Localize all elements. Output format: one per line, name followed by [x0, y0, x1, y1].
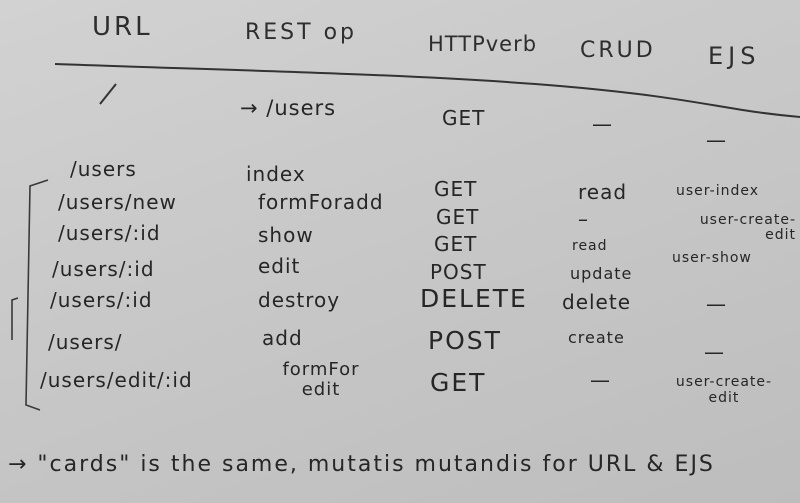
row-ejs: user-show	[672, 250, 752, 266]
row-http: DELETE	[420, 284, 528, 313]
header-rest-op: REST op	[245, 20, 358, 45]
row-http: GET	[436, 205, 480, 229]
row-url: /users	[70, 157, 137, 181]
row-http: GET	[434, 232, 478, 256]
row-rest-op: show	[258, 223, 314, 247]
header-url: URL	[92, 12, 153, 42]
footnote: → "cards" is the same, mutatis mutandis …	[8, 452, 715, 477]
row-rest-op: formFor edit	[282, 359, 360, 400]
row-rest-op: index	[246, 162, 306, 186]
row-url: /users/:id	[52, 257, 155, 281]
row-ejs: user-create-edit	[675, 374, 773, 406]
row-crud: read	[572, 238, 608, 254]
header-crud: CRUD	[580, 38, 656, 63]
row-url: /users/:id	[50, 288, 153, 312]
root-rest-redirect: → /users	[240, 96, 337, 120]
row-http: POST	[430, 260, 487, 284]
row-rest-op: formForadd	[258, 190, 384, 214]
row-ejs: user-create-edit	[699, 212, 796, 243]
row-rest-op: edit	[258, 254, 301, 278]
header-ejs: EJS	[708, 42, 761, 70]
row-ejs: —	[704, 340, 725, 364]
row-http: POST	[428, 326, 502, 355]
row-crud: delete	[562, 290, 632, 314]
row-ejs: user-index	[676, 183, 759, 199]
row-rest-op: add	[262, 326, 303, 350]
header-underline	[54, 63, 800, 118]
row-crud: update	[570, 264, 633, 283]
row-http: GET	[430, 368, 487, 397]
row-rest-op: destroy	[258, 288, 341, 312]
row-http: GET	[434, 177, 478, 201]
root-ejs: —	[706, 128, 727, 152]
row-crud: create	[568, 328, 625, 347]
root-http: GET	[442, 106, 486, 130]
row-url: /users/:id	[58, 221, 161, 245]
bracket-outer	[11, 297, 19, 340]
row-url: /users/edit/:id	[40, 368, 193, 392]
row-crud: —	[590, 368, 611, 392]
root-arrow	[99, 83, 117, 105]
root-crud: —	[592, 112, 613, 136]
row-crud: –	[578, 207, 589, 231]
row-crud: read	[578, 180, 628, 204]
row-url: /users/new	[58, 190, 177, 214]
bracket-main	[25, 179, 49, 411]
row-url: /users/	[48, 330, 123, 354]
row-ejs: —	[706, 292, 727, 316]
header-http-verb: HTTPverb	[428, 32, 538, 56]
